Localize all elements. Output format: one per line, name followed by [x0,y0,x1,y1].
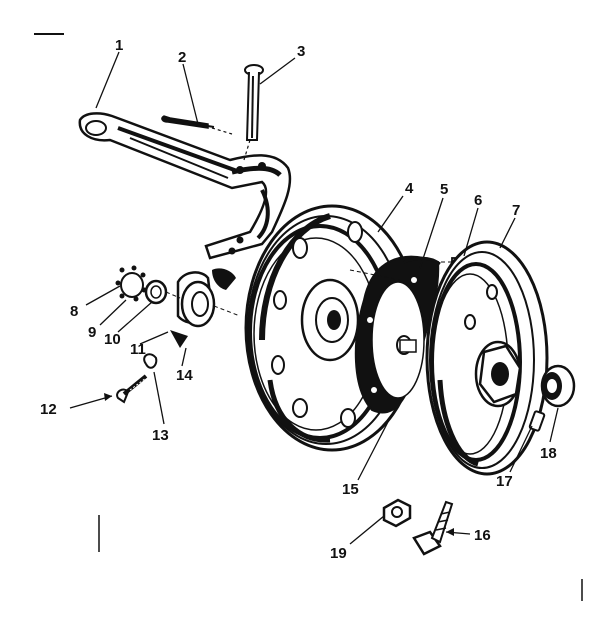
label-1: 1 [115,37,123,54]
label-18: 18 [540,445,557,462]
label-9: 9 [88,324,96,341]
woodruff-key [528,410,546,432]
carriage-bolt-small [116,374,148,404]
carriage-bolt-large [412,500,454,556]
label-10: 10 [104,331,121,348]
spacer-plate [354,255,440,414]
assembly-axis-lines [165,261,452,317]
pivot-pin [243,64,264,161]
bearing-washers [115,265,168,305]
leader-lines [69,51,559,545]
label-14: 14 [176,367,193,384]
retaining-clip [143,353,158,369]
label-4: 4 [405,180,414,197]
label-17: 17 [496,473,513,490]
hub-ring [403,256,441,266]
label-12: 12 [40,401,57,418]
label-19: 19 [330,545,347,562]
small-pulley [425,240,549,476]
idler-bracket-arm [78,112,292,260]
cotter-pin [161,115,233,135]
label-5: 5 [440,181,448,198]
label-13: 13 [152,427,169,444]
label-2: 2 [178,49,186,66]
label-15: 15 [342,481,359,498]
label-6: 6 [474,192,482,209]
callout-labels: 1 2 3 4 5 6 7 8 9 10 11 12 13 14 15 16 1… [40,37,557,562]
label-11: 11 [130,341,146,358]
hex-nut [382,498,412,528]
label-8: 8 [70,303,78,320]
shaft-collar [540,364,576,408]
bearing-housing [170,268,236,348]
label-7: 7 [512,202,520,219]
label-16: 16 [474,527,491,544]
label-3: 3 [297,43,305,60]
